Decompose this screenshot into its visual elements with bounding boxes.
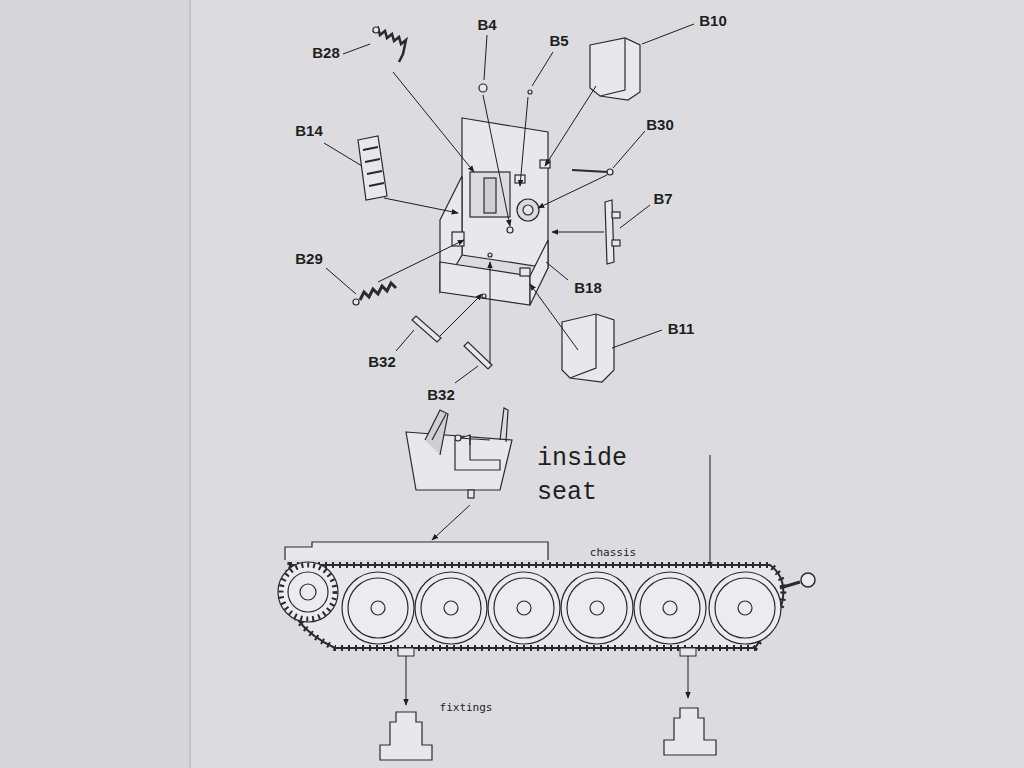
callout-number: B7 [653, 190, 672, 207]
sheet [190, 0, 1024, 768]
tank-chassis [278, 542, 815, 656]
callout-number: B28 [312, 44, 340, 61]
callout-number: B14 [295, 122, 323, 139]
seat-assembly [440, 118, 550, 305]
callout-number: B29 [295, 250, 323, 267]
callout-number: B32 [368, 353, 396, 370]
callout-number: B32 [427, 386, 455, 403]
callout-number: B4 [477, 16, 496, 33]
loose-parts [353, 27, 640, 382]
part-name: chassis [590, 546, 636, 559]
part-name: fixtings [440, 701, 493, 714]
leader-lines [324, 24, 694, 383]
assembly-arrows [378, 72, 710, 705]
inside-seat-figure [406, 408, 512, 498]
fixture-parts [380, 708, 716, 760]
callout-number: B30 [646, 116, 674, 133]
callout-number: B5 [549, 32, 568, 49]
callout-number: B10 [699, 12, 727, 29]
callout-number: B18 [574, 279, 602, 296]
note-text: inside seat [537, 442, 632, 510]
callout-number: B11 [668, 320, 695, 337]
